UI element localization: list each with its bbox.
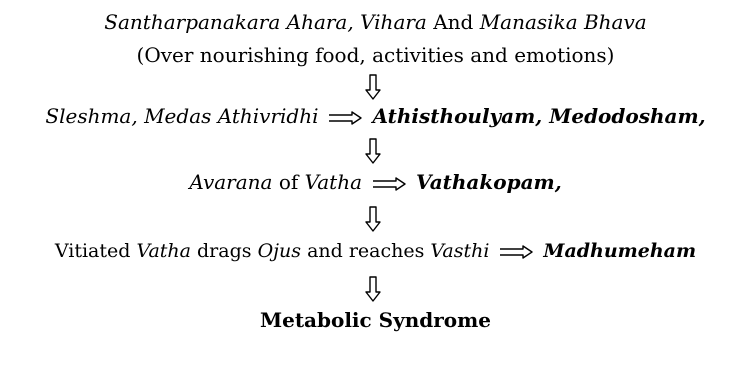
right-arrow-icon (500, 245, 534, 259)
cause-food-activity: Santharpanakara Ahara, Vihara (104, 10, 427, 34)
step-1-cause: Santharpanakara Ahara, Vihara And Manasi… (0, 10, 751, 34)
step-3-result: Vathakopam, (416, 170, 562, 194)
right-arrow-icon (329, 110, 363, 125)
cause-emotion: Manasika Bhava (479, 10, 647, 34)
down-arrow-icon (365, 74, 381, 100)
step-2-cause: Sleshma, Medas Athivridhi (45, 104, 319, 128)
step-2-result: Athisthoulyam, Medodosham, (372, 104, 706, 128)
down-arrow-icon (365, 206, 381, 232)
down-arrow-icon (365, 276, 381, 302)
step-4-vasthi: Vasthi (430, 240, 490, 262)
right-arrow-icon (373, 176, 406, 191)
cause-conjunction: And (426, 10, 480, 34)
step-4-vatha: Vatha (136, 240, 191, 262)
step-4: Vitiated Vatha drags Ojus and reaches Va… (0, 239, 751, 263)
metabolic-syndrome-label: Metabolic Syndrome (259, 308, 492, 332)
final-outcome: Metabolic Syndrome (0, 308, 751, 332)
step-2: Sleshma, Medas Athivridhi Athisthoulyam, … (0, 104, 751, 128)
step-3-of: of (272, 170, 305, 194)
step-4-drags: drags (190, 240, 258, 262)
step-4-reaches: and reaches (301, 240, 431, 262)
step-4-ojus: Ojus (257, 240, 302, 262)
down-arrow-icon (365, 138, 381, 164)
step-4-result: Madhumeham (543, 240, 697, 262)
step-1-translation: (Over nourishing food, activities and em… (136, 43, 615, 67)
step-4-vitiated: Vitiated (54, 240, 137, 262)
step-3-avarana: Avarana (189, 170, 273, 194)
step-3: Avarana of Vatha Vathakopam, (0, 170, 751, 194)
step-3-vatha: Vatha (304, 170, 363, 194)
